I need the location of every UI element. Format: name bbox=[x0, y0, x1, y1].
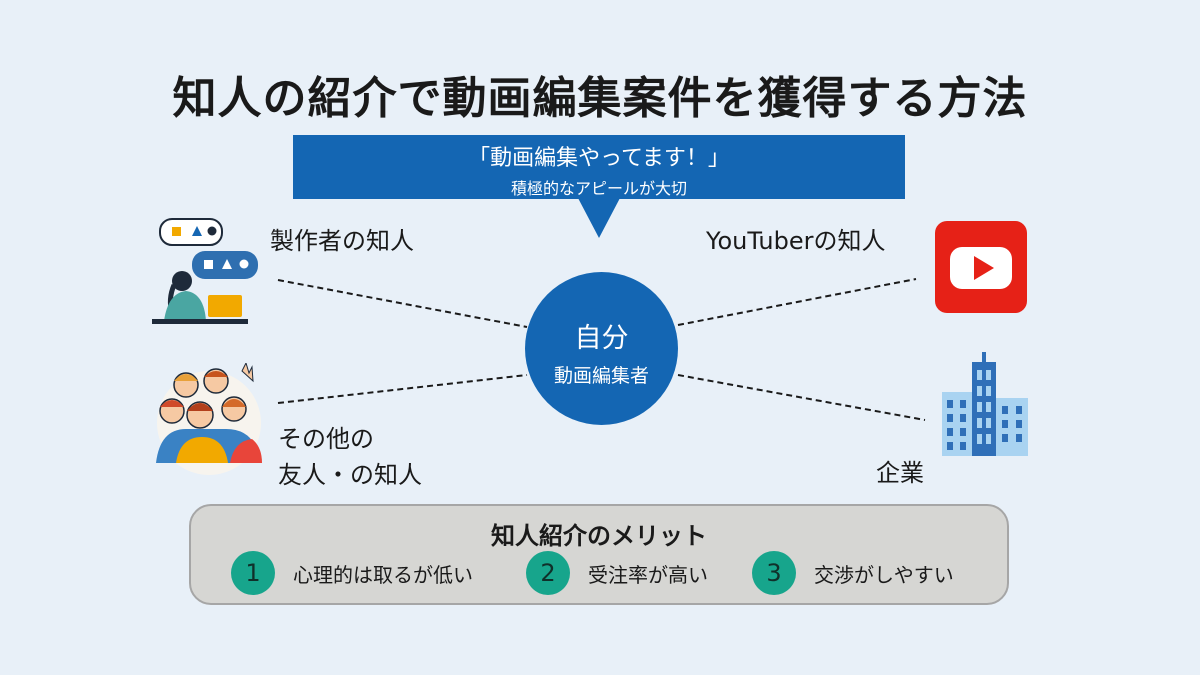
youtuber-label: YouTuberの知人 bbox=[706, 227, 886, 255]
page-title: 知人の紹介で動画編集案件を獲得する方法 bbox=[172, 73, 1028, 124]
youtube-icon bbox=[935, 221, 1027, 313]
merit-title: 知人紹介のメリット bbox=[491, 522, 707, 550]
friends-label-line2: 友人・の知人 bbox=[278, 461, 422, 489]
center-node: 自分 動画編集者 bbox=[525, 272, 678, 425]
connector-youtuber bbox=[677, 278, 917, 326]
appeal-banner: 「動画編集やってます！」 積極的なアピールが大切 bbox=[293, 135, 905, 199]
merit-text: 心理的は取るが低い bbox=[293, 563, 473, 587]
company-label: 企業 bbox=[876, 459, 924, 487]
center-self-label: 自分 bbox=[574, 323, 629, 354]
chat-person-icon bbox=[150, 213, 265, 328]
appeal-main-text: 「動画編集やってます！」 bbox=[468, 146, 730, 171]
friends-label: その他の 友人・の知人 bbox=[278, 421, 422, 493]
group-friends-icon bbox=[150, 361, 268, 475]
merit-text: 受注率が高い bbox=[588, 563, 708, 587]
merit-text: 交渉がしやすい bbox=[814, 563, 954, 587]
merit-number-badge: 2 bbox=[526, 551, 570, 595]
friends-label-line1: その他の bbox=[278, 425, 374, 453]
appeal-sub-text: 積極的なアピールが大切 bbox=[510, 179, 687, 198]
center-role-label: 動画編集者 bbox=[553, 365, 649, 387]
merit-number-badge: 1 bbox=[231, 551, 275, 595]
building-icon bbox=[936, 352, 1032, 456]
merit-box: 知人紹介のメリット 1 心理的は取るが低い 2 受注率が高い 3 交渉がしやすい bbox=[189, 504, 1009, 605]
connector-friends bbox=[277, 374, 528, 404]
creator-label: 製作者の知人 bbox=[270, 227, 414, 255]
connector-creator bbox=[277, 279, 528, 328]
banner-pointer bbox=[578, 198, 620, 238]
merit-number-badge: 3 bbox=[752, 551, 796, 595]
connector-company bbox=[677, 374, 926, 421]
